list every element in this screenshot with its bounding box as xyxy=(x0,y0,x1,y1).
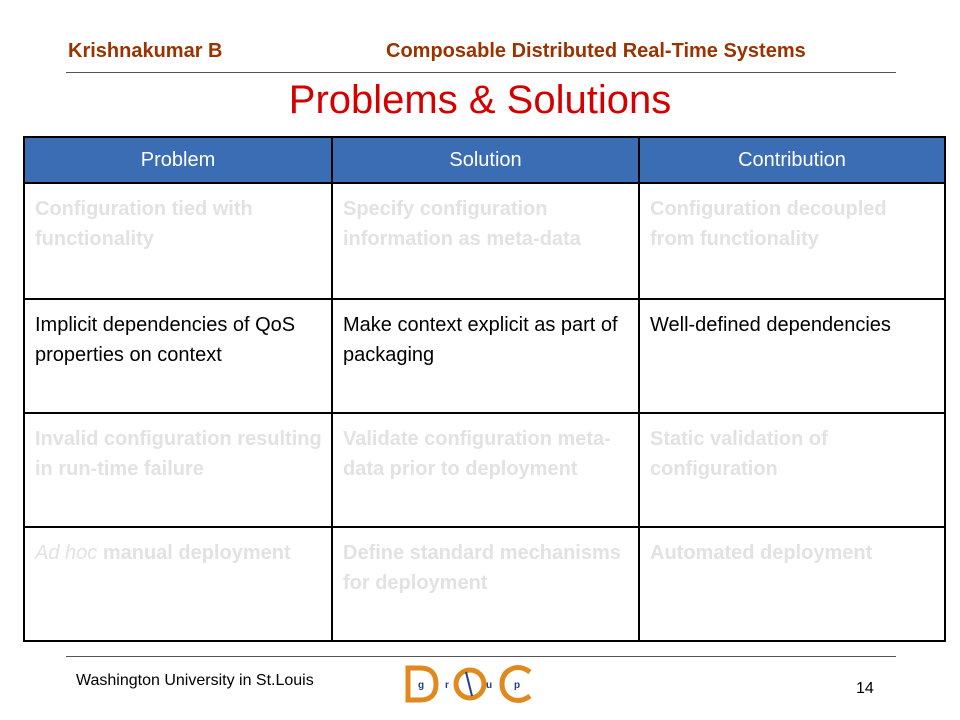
cell-solution: Define standard mechanisms for deploymen… xyxy=(331,526,640,642)
table-row: Configuration tied with functionality Sp… xyxy=(23,182,946,300)
logo-letter-g: g xyxy=(418,680,424,691)
table-header-row: Problem Solution Contribution xyxy=(23,136,946,184)
column-header-contribution: Contribution xyxy=(638,136,946,184)
footer-divider xyxy=(66,656,896,657)
cell-contribution: Well-defined dependencies xyxy=(638,298,946,414)
table-row: Ad hoc manual deployment Define standard… xyxy=(23,526,946,642)
column-header-problem: Problem xyxy=(23,136,333,184)
footer-institution: Washington University in St.Louis xyxy=(76,672,314,689)
header-divider xyxy=(66,72,896,73)
logo-letter-r: r xyxy=(445,680,449,691)
cell-problem: Invalid configuration resulting in run-t… xyxy=(23,412,333,528)
slide-title: Problems & Solutions xyxy=(288,78,672,122)
column-header-solution: Solution xyxy=(331,136,640,184)
problem-emphasis: Ad hoc xyxy=(35,542,98,564)
header-author: Krishnakumar B xyxy=(68,40,223,62)
logo-letter-u: u xyxy=(486,680,492,691)
logo-letter-p: p xyxy=(514,680,520,691)
cell-problem: Configuration tied with functionality xyxy=(23,182,333,300)
problems-solutions-table: Problem Solution Contribution Configurat… xyxy=(23,136,946,642)
cell-problem: Ad hoc manual deployment xyxy=(23,526,333,642)
doc-group-logo: g r u p xyxy=(405,665,532,703)
cell-contribution: Configuration decoupled from functionali… xyxy=(638,182,946,300)
cell-solution: Specify configuration information as met… xyxy=(331,182,640,300)
table-row: Invalid configuration resulting in run-t… xyxy=(23,412,946,528)
cell-solution: Validate configuration meta-data prior t… xyxy=(331,412,640,528)
header-course: Composable Distributed Real-Time Systems xyxy=(386,40,806,62)
cell-solution: Make context explicit as part of packagi… xyxy=(331,298,640,414)
cell-problem: Implicit dependencies of QoS properties … xyxy=(23,298,333,414)
cell-contribution: Automated deployment xyxy=(638,526,946,642)
table-row: Implicit dependencies of QoS properties … xyxy=(23,298,946,414)
cell-contribution: Static validation of configuration xyxy=(638,412,946,528)
problem-rest: manual deployment xyxy=(97,542,291,564)
page-number: 14 xyxy=(856,680,874,697)
